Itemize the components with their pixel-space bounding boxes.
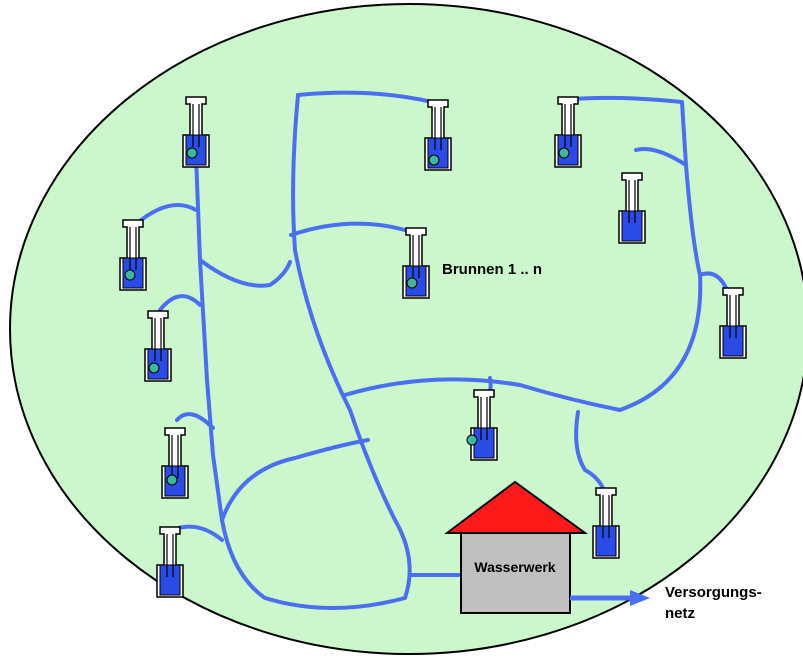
arrow-right-icon [570, 590, 650, 606]
well-icon [161, 427, 189, 499]
well-icon [402, 227, 430, 299]
pipe-right-branch [634, 147, 688, 167]
pipe-inner-lower [220, 438, 370, 522]
pump-icon [148, 362, 160, 374]
pipe-feeder-3 [175, 412, 215, 430]
pump-icon [166, 474, 178, 486]
well-icon [144, 310, 172, 382]
pump-icon [186, 147, 198, 159]
waterworks-label: Wasserwerk [474, 559, 555, 575]
supply-network-label-line2: netz [665, 605, 695, 622]
pipe-left-mid [198, 258, 292, 288]
well-icon [182, 96, 210, 168]
pipe-mid-upper [289, 221, 407, 237]
wells-label: Brunnen 1 .. n [442, 261, 542, 278]
house-body [460, 532, 571, 614]
pipe-to-well-br [574, 410, 607, 495]
supply-network-label-line1: Versorgungs- [665, 584, 762, 601]
pump-icon [558, 147, 570, 159]
well-icon [424, 99, 452, 171]
well-icon [119, 219, 147, 291]
pump-icon [406, 277, 418, 289]
pump-icon [466, 434, 478, 446]
pipe-main-left [194, 93, 412, 610]
well-icon [554, 96, 582, 168]
pipe-top-right [343, 95, 703, 412]
pump-icon [124, 269, 136, 281]
waterworks-house-icon [444, 480, 589, 614]
pump-icon [428, 154, 440, 166]
pipe-feeder-2 [158, 294, 202, 312]
well-icon [466, 389, 498, 461]
well-field-area [9, 3, 803, 655]
